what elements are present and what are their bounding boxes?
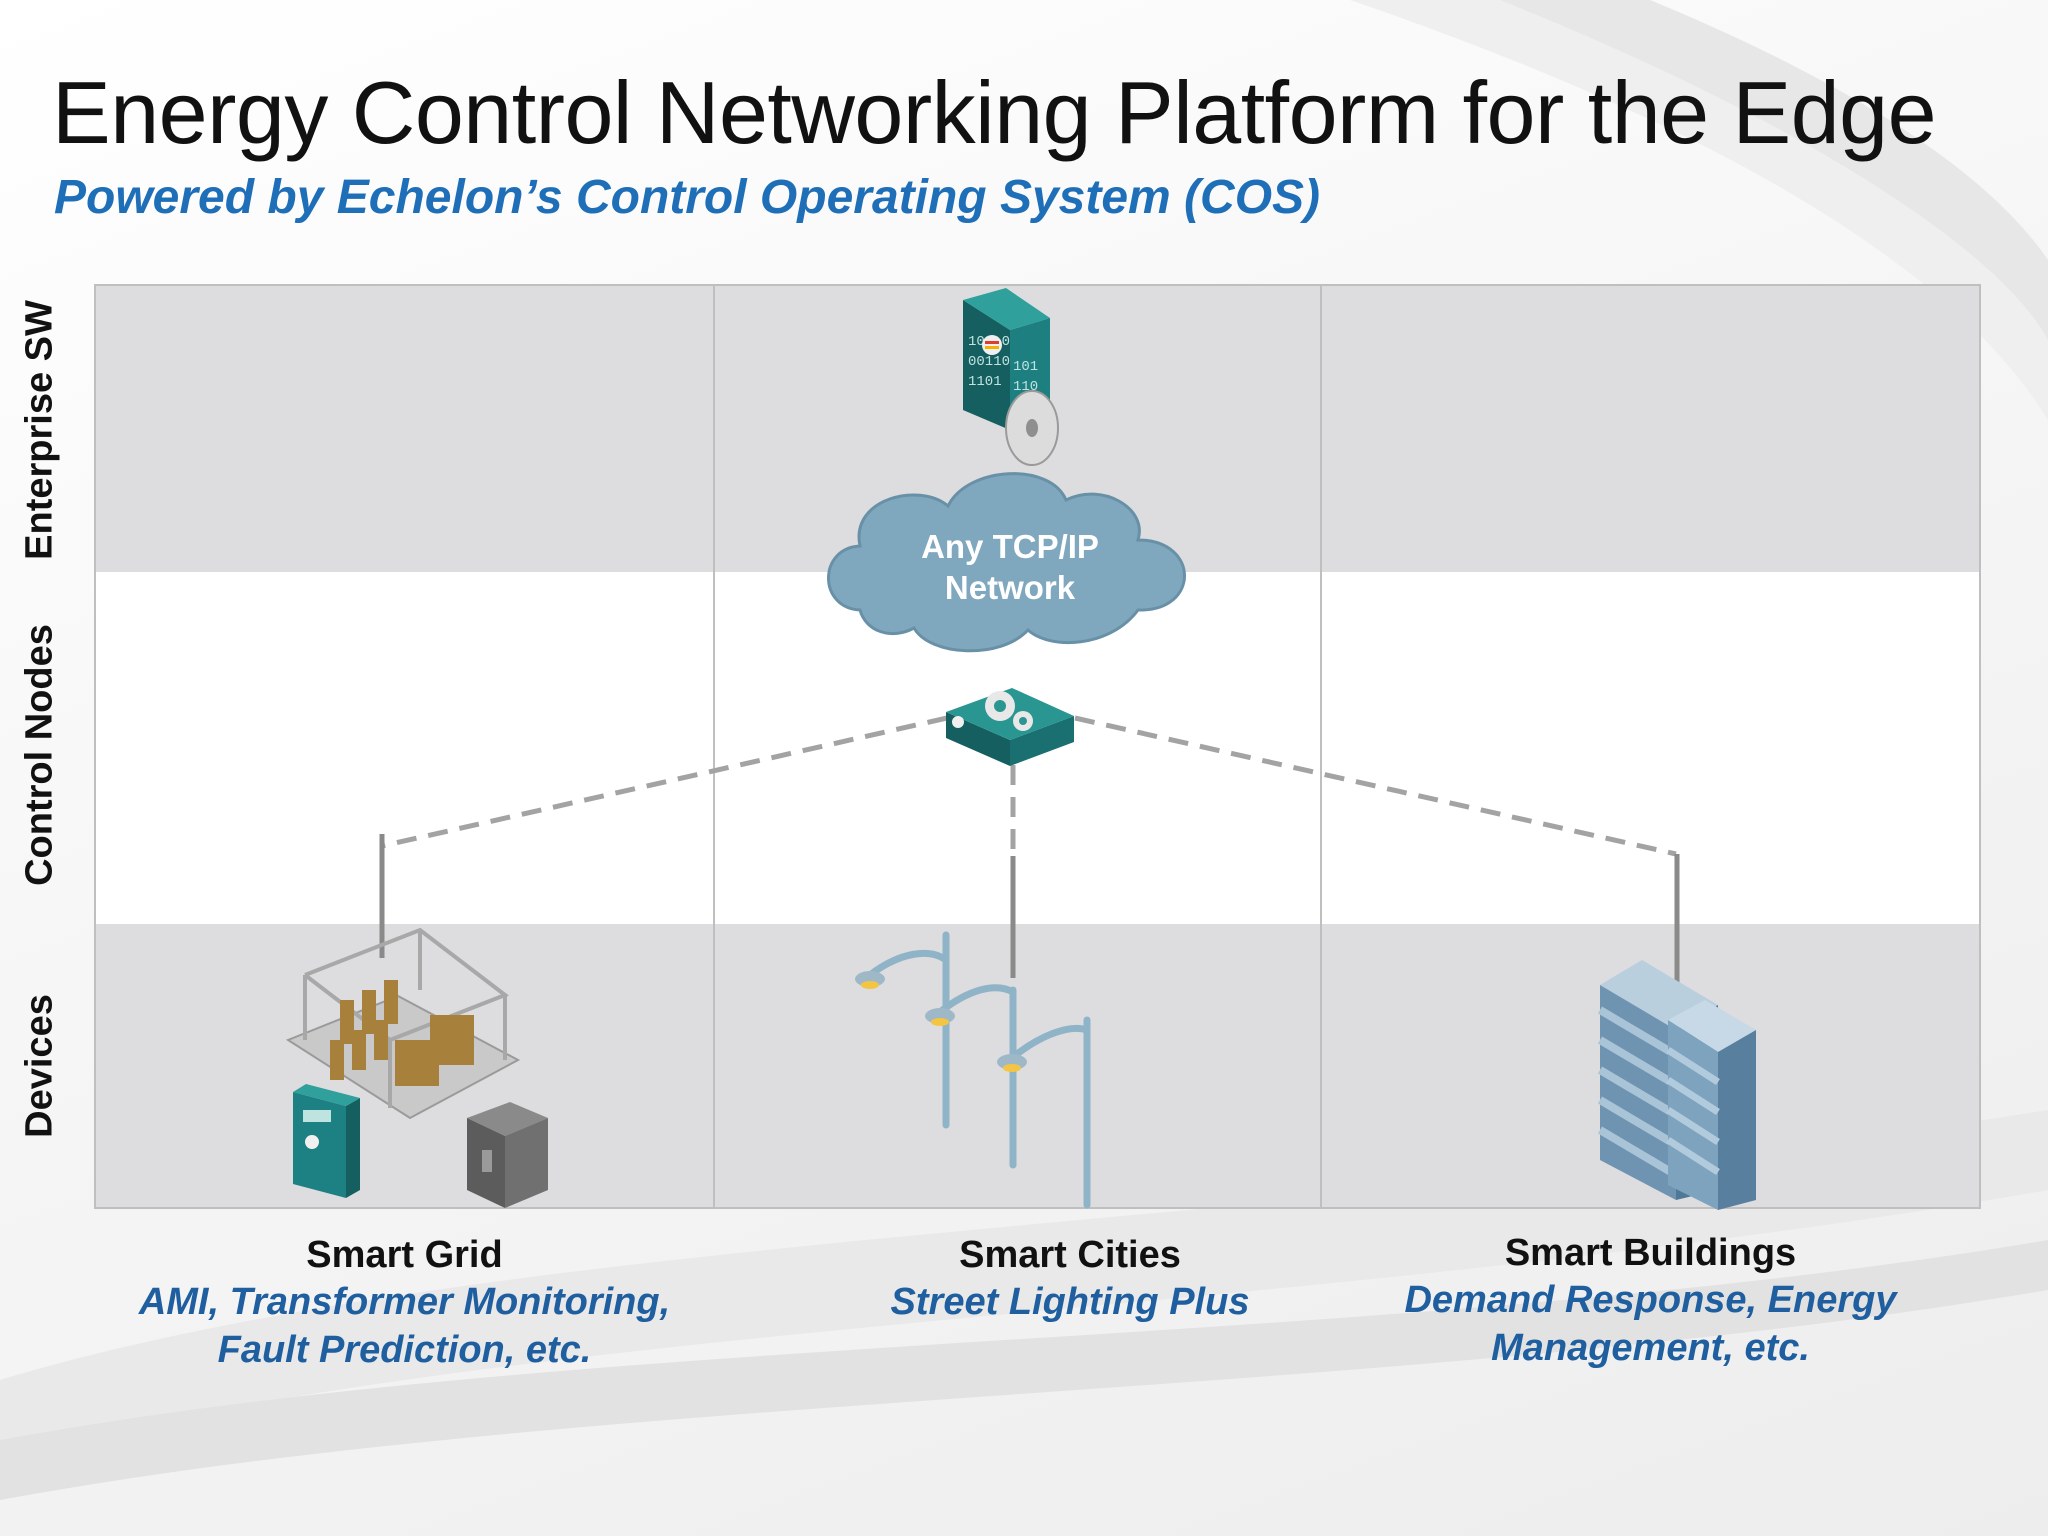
caption-line1: Demand Response, Energy [1404, 1279, 1897, 1321]
network-label-line1: Any TCP/IP [921, 528, 1099, 565]
caption-title: Smart Grid [306, 1234, 503, 1276]
page-title: Energy Control Networking Platform for t… [52, 63, 1937, 162]
caption-line1: Street Lighting Plus [890, 1281, 1250, 1323]
transformer-icon [467, 1102, 548, 1208]
dashed-links [381, 715, 1677, 858]
antenna-poles [379, 834, 1680, 985]
controller-icon [946, 688, 1074, 766]
svg-text:00110: 00110 [968, 354, 1010, 370]
page-subtitle: Powered by Echelon’s Control Operating S… [54, 171, 1321, 224]
svg-text:1101: 1101 [968, 374, 1002, 390]
row-label-enterprise: Enterprise SW [18, 300, 61, 560]
network-label: Any TCP/IP Network [860, 526, 1160, 608]
meter-icon [293, 1084, 360, 1198]
caption-line2: Management, etc. [1491, 1327, 1810, 1369]
caption-smart-grid: Smart Grid AMI, Transformer Monitoring, … [95, 1232, 714, 1374]
caption-title: Smart Cities [959, 1234, 1181, 1276]
row-label-devices: Devices [18, 994, 61, 1138]
caption-line2: Fault Prediction, etc. [217, 1329, 592, 1371]
caption-line1: AMI, Transformer Monitoring, [138, 1281, 671, 1323]
caption-title: Smart Buildings [1504, 1232, 1797, 1274]
svg-text:101: 101 [1013, 359, 1038, 375]
substation-icon [285, 927, 521, 1120]
caption-smart-cities: Smart Cities Street Lighting Plus [760, 1232, 1380, 1326]
building-icon [1597, 960, 1756, 1210]
row-label-control-nodes: Control Nodes [18, 624, 61, 886]
streetlight-icon [855, 931, 1091, 1209]
network-label-line2: Network [944, 569, 1076, 606]
caption-smart-buildings: Smart Buildings Demand Response, Energy … [1321, 1230, 1980, 1372]
disc-icon [1005, 390, 1059, 466]
column-smart-buildings [1320, 284, 1981, 1209]
cloud-icon [827, 472, 1186, 653]
